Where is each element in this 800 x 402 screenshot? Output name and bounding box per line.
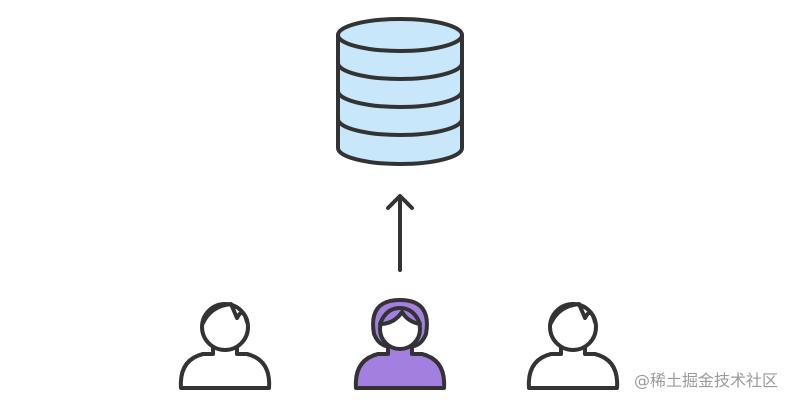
user-body: [526, 344, 620, 390]
database-top: [336, 17, 464, 53]
user-body: [178, 344, 272, 390]
user-icon: [526, 302, 620, 390]
database-icon: [336, 17, 464, 166]
database-ring-1: [336, 61, 464, 81]
user-female-fringe: [378, 306, 422, 326]
user-hair: [549, 302, 597, 325]
user-female-body: [353, 344, 447, 390]
watermark-text: @稀土掘金技术社区: [634, 371, 779, 390]
arrow-head: [386, 194, 414, 210]
user-icon: [178, 302, 272, 390]
user-hair: [201, 302, 249, 325]
arrow-up-icon: [386, 194, 414, 272]
database-body: [336, 33, 464, 166]
database-ring-2: [336, 89, 464, 109]
database-ring-3: [336, 117, 464, 137]
user-female-icon: [353, 298, 447, 390]
